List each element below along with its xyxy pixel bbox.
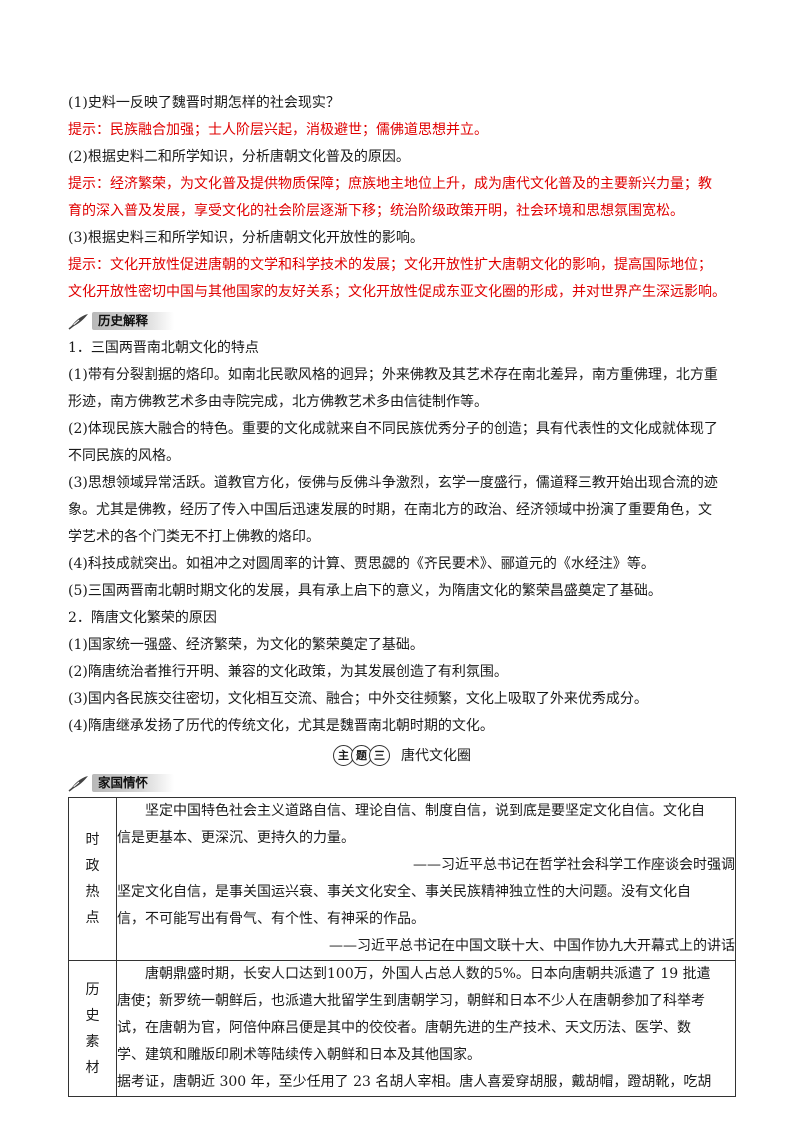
family-nation-header: 家国情怀 [68,772,736,794]
history-line: (2)隋唐统治者推行开明、兼容的文化政策，为其发展创造了有利氛围。 [68,664,508,680]
theme-badge: 主 题 三 [333,744,390,766]
question-3: (3)根据史料三和所学知识，分析唐朝文化开放性的影响。 [68,230,424,246]
row-content-history-material: 唐朝鼎盛时期，长安人口达到100万，外国人占总人数的5%。日本向唐朝共派遣了 1… [116,960,736,1097]
hint-1-line-1: 提示：民族融合加强；士人阶层兴起，消极避世；儒佛道思想并立。 [68,122,488,138]
hint-2-line-2: 育的深入普及发展，享受文化的社会阶层逐渐下移；统治阶级政策开明，社会环境和思想氛… [68,203,684,219]
qa-section: (1)史料一反映了魏晋时期怎样的社会现实？ 提示：民族融合加强；士人阶层兴起，消… [68,90,736,306]
table-line: 学、建筑和雕版印刷术等陆续传入朝鲜和日本及其他国家。 [117,1047,481,1063]
table-line: 信是更基本、更深沉、更持久的力量。 [117,830,355,846]
history-line: 不同民族的风格。 [68,448,180,464]
material-table: 时 政 热 点 坚定中国特色社会主义道路自信、理论自信、制度自信，说到底是要坚定… [68,797,736,1097]
history-line: 形迹，南方佛教艺术多由寺院完成，北方佛教艺术多由信徒制作等。 [68,394,488,410]
theme-badge-char: 三 [369,744,390,766]
table-row: 历 史 素 材 唐朝鼎盛时期，长安人口达到100万，外国人占总人数的5%。日本向… [68,960,736,1097]
question-1: (1)史料一反映了魏晋时期怎样的社会现实？ [68,95,340,111]
history-line: (5)三国两晋南北朝时期文化的发展，具有承上启下的意义，为隋唐文化的繁荣昌盛奠定… [68,583,662,599]
row-label-current-affairs: 时 政 热 点 [68,797,117,961]
history-line: 学艺术的各个门类无不打上佛教的烙印。 [68,529,320,545]
table-line: 据考证，唐朝近 300 年，至少任用了 23 名胡人宰相。唐人喜爱穿胡服，戴胡帽… [117,1074,712,1090]
history-line: (2)体现民族大融合的特色。重要的文化成就来自不同民族优秀分子的创造；具有代表性… [68,421,718,437]
history-line: (3)思想领域异常活跃。道教官方化，佞佛与反佛斗争激烈，玄学一度盛行，儒道释三教… [68,475,718,491]
history-line: (3)国内各民族交往密切，文化相互交流、融合；中外交往频繁，文化上吸取了外来优秀… [68,691,648,707]
quote-source: ——习近平总书记在哲学社会科学工作座谈会时强调 [413,857,735,873]
history-line: 2．隋唐文化繁荣的原因 [68,610,217,626]
table-line: 坚定文化自信，是事关国运兴衰、事关文化安全、事关民族精神独立性的大问题。没有文化… [117,884,691,900]
hint-3-line-1: 提示：文化开放性促进唐朝的文学和科学技术的发展；文化开放性扩大唐朝文化的影响，提… [68,257,712,273]
table-line: 信，不可能写出有骨气、有个性、有神采的作品。 [117,911,425,927]
history-line: (4)科技成就突出。如祖冲之对圆周率的计算、贾思勰的《齐民要术》、郦道元的《水经… [68,556,655,572]
history-line: 1．三国两晋南北朝文化的特点 [68,340,259,356]
theme-heading: 主 题 三 唐代文化圈 [68,742,736,768]
history-line: (1)国家统一强盛、经济繁荣，为文化的繁荣奠定了基础。 [68,637,424,653]
hint-2-line-1: 提示：经济繁荣，为文化普及提供物质保障；庶族地主地位上升，成为唐代文化普及的主要… [68,176,712,192]
history-explanation-header: 历史解释 [68,310,736,332]
history-line: (4)隋唐继承发扬了历代的传统文化，尤其是魏晋南北朝时期的文化。 [68,718,494,734]
history-explanation-body: 1．三国两晋南北朝文化的特点 (1)带有分裂割据的烙印。如南北民歌风格的迥异；外… [68,335,736,740]
history-line: (1)带有分裂割据的烙印。如南北民歌风格的迥异；外来佛教及其艺术存在南北差异，南… [68,367,718,383]
table-row: 时 政 热 点 坚定中国特色社会主义道路自信、理论自信、制度自信，说到底是要坚定… [68,797,736,961]
hint-3-line-2: 文化开放性密切中国与其他国家的友好关系；文化开放性促成东亚文化圈的形成，并对世界… [68,284,726,300]
document-page: (1)史料一反映了魏晋时期怎样的社会现实？ 提示：民族融合加强；士人阶层兴起，消… [68,90,736,1097]
row-label-history-material: 历 史 素 材 [68,960,117,1097]
history-explanation-label: 历史解释 [92,312,175,330]
question-2: (2)根据史料二和所学知识，分析唐朝文化普及的原因。 [68,149,410,165]
history-line: 象。尤其是佛教，经历了传入中国后迅速发展的时期，在南北方的政治、经济领域中扮演了… [68,502,712,518]
quill-pen-icon [68,776,88,792]
table-line: 唐使；新罗统一朝鲜后，也派遣大批留学生到唐朝学习，朝鲜和日本不少人在唐朝参加了科… [117,993,705,1009]
quote-source: ——习近平总书记在中国文联十大、中国作协九大开幕式上的讲话 [329,938,735,954]
table-line: 唐朝鼎盛时期，长安人口达到100万，外国人占总人数的5%。日本向唐朝共派遣了 1… [145,966,711,982]
table-line: 试，在唐朝为官，阿倍仲麻吕便是其中的佼佼者。唐朝先进的生产技术、天文历法、医学、… [117,1020,691,1036]
row-content-current-affairs: 坚定中国特色社会主义道路自信、理论自信、制度自信，说到底是要坚定文化自信。文化自… [116,797,736,961]
table-line: 坚定中国特色社会主义道路自信、理论自信、制度自信，说到底是要坚定文化自信。文化自 [145,803,705,819]
quill-pen-icon [68,314,88,330]
theme-title: 唐代文化圈 [401,748,471,764]
family-nation-label: 家国情怀 [92,774,175,792]
